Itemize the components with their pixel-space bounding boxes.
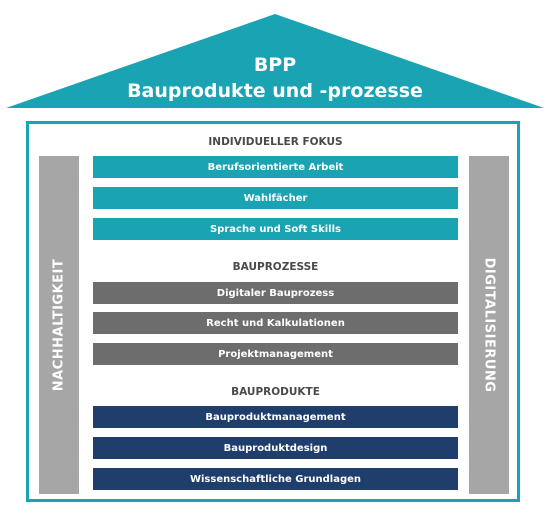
block-sprache-soft-skills: Sprache und Soft Skills xyxy=(93,218,458,240)
roof xyxy=(6,14,544,108)
section-heading-bauprozesse: BAUPROZESSE xyxy=(232,261,319,273)
pillar-right: DIGITALISIERUNG xyxy=(469,156,509,494)
pillar-left-label: NACHHALTIGKEIT xyxy=(51,258,67,392)
roof-shape xyxy=(6,14,544,108)
block-recht-kalkulationen: Recht und Kalkulationen xyxy=(93,312,458,334)
section-heading-bauprodukte: BAUPRODUKTE xyxy=(231,386,320,398)
block-bauproduktmanagement: Bauproduktmanagement xyxy=(93,406,458,428)
block-wahlfaecher: Wahlfächer xyxy=(93,187,458,209)
pillar-right-label: DIGITALISIERUNG xyxy=(481,257,497,393)
block-digitaler-bauprozess: Digitaler Bauprozess xyxy=(93,282,458,304)
block-bauproduktdesign: Bauproduktdesign xyxy=(93,437,458,459)
block-projektmanagement: Projektmanagement xyxy=(93,343,458,365)
block-berufsorientierte-arbeit: Berufsorientierte Arbeit xyxy=(93,156,458,178)
roof-subtitle: Bauprodukte und -prozesse xyxy=(127,80,423,102)
house-frame xyxy=(26,121,520,502)
block-wissenschaftliche-grundlagen: Wissenschaftliche Grundlagen xyxy=(93,468,458,490)
pillar-left: NACHHALTIGKEIT xyxy=(39,156,79,494)
roof-title: BPP xyxy=(253,54,297,76)
section-heading-individueller-fokus: INDIVIDUELLER FOKUS xyxy=(208,136,343,148)
